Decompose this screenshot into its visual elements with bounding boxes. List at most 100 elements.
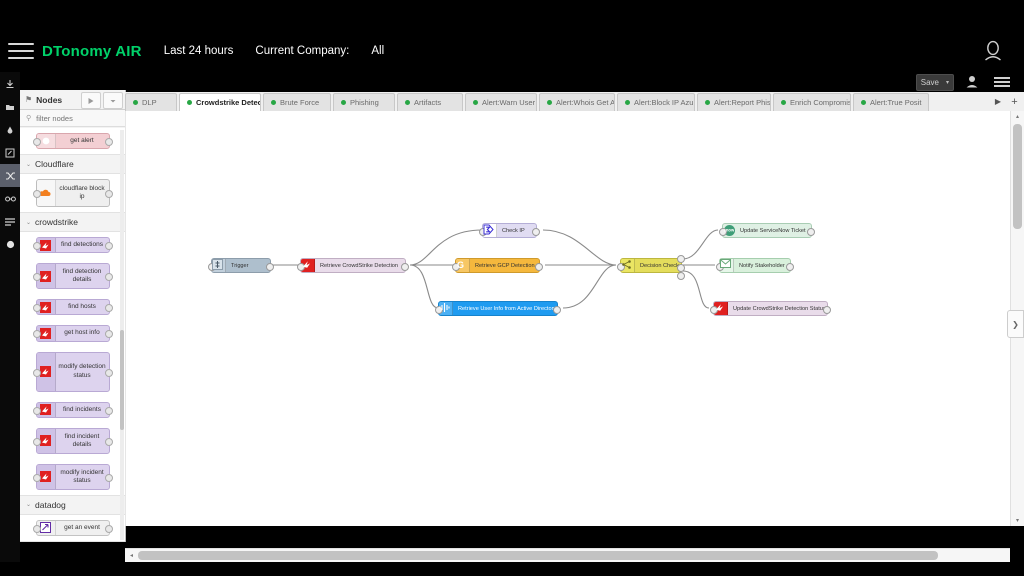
canvas-horizontal-scrollbar[interactable]: ◂ (125, 548, 1010, 562)
palette-category-datadog[interactable]: ⌄ datadog (20, 494, 125, 515)
flow-node-trigger[interactable]: Trigger (208, 258, 274, 273)
workflow-tab-7[interactable]: Alert:Block IP Azur (617, 93, 695, 111)
workflow-tab-5[interactable]: Alert:Warn User (465, 93, 537, 111)
palette-node-cloudflare-block-ip[interactable]: cloudflare block ip (32, 179, 113, 208)
palette-node-find-detection-details[interactable]: find detection details (32, 263, 113, 290)
flow-node-update-crowdstrike-status[interactable]: Update CrowdStrike Detection Status (710, 301, 831, 316)
palette-category-cloudflare[interactable]: ⌄ Cloudflare (20, 154, 125, 175)
node-output-port-2[interactable] (677, 272, 685, 280)
palette-node-label: get an event (64, 523, 100, 531)
palette-node-find-hosts[interactable]: find hosts (32, 299, 113, 316)
flow-node-decision-check[interactable]: Decision Check (617, 255, 685, 280)
shuffle-icon[interactable] (0, 164, 20, 187)
trigger-icon (212, 259, 226, 272)
palette-category-crowdstrike[interactable]: ⌄ crowdstrike (20, 212, 125, 233)
palette-node-wrap: cloudflare block ip (20, 174, 125, 213)
node-output-port-1[interactable] (677, 263, 685, 272)
horizontal-scrollbar-thumb[interactable] (138, 551, 938, 560)
workflow-tab-label: Alert:True Posit (870, 98, 922, 107)
palette-node-label: find detection details (62, 268, 102, 284)
flow-canvas[interactable]: Trigger Retrieve CrowdStrike Detection Che… (125, 111, 1010, 526)
workflow-tab-6[interactable]: Alert:Whois Get Ab (539, 93, 615, 111)
hamburger-menu-icon[interactable] (994, 74, 1010, 89)
scroll-up-icon[interactable]: ▴ (1015, 114, 1019, 120)
palette-category-dtonomy[interactable]: ⌄ dtonomy (20, 540, 125, 542)
workflow-tab-label: Crowdstrike Detec (196, 98, 261, 107)
node-output-port[interactable] (401, 262, 409, 271)
scroll-down-icon[interactable]: ▾ (1015, 518, 1019, 524)
node-input-port[interactable] (452, 262, 460, 271)
node-output-port[interactable] (786, 262, 794, 271)
folder-icon[interactable] (0, 95, 20, 118)
nodes-palette-scroll[interactable]: get alert ⌄ Cloudflare cloudflare block … (20, 128, 125, 542)
tab-status-dot (341, 100, 346, 105)
flow-node-retrieve-ad[interactable]: Retrieve User Info from Active Directory (435, 301, 561, 316)
flow-node-check-ip[interactable]: Check IP (479, 223, 540, 238)
node-output-port[interactable] (553, 305, 561, 314)
node-output-port[interactable] (532, 227, 540, 236)
sidebar-collapse-toggle[interactable]: ❯ (1007, 310, 1024, 338)
user-avatar-icon[interactable] (980, 38, 1006, 64)
palette-node-wrap: find hosts (20, 294, 125, 321)
workflow-tab-9[interactable]: Enrich Compromis (773, 93, 851, 111)
crowdstrike-icon (36, 300, 56, 315)
edit-icon[interactable] (0, 141, 20, 164)
deploy-icon[interactable] (0, 72, 20, 95)
time-range-selector[interactable]: Last 24 hours (163, 45, 234, 57)
palette-scrollbar-thumb[interactable] (120, 330, 124, 430)
workflow-tab-0[interactable]: DLP (125, 93, 177, 111)
palette-category-label: Cloudflare (35, 159, 74, 170)
crowdstrike-icon (36, 238, 56, 253)
nodes-panel-menu-button[interactable] (103, 92, 123, 109)
save-button-label: Save (920, 78, 939, 87)
user-icon[interactable] (965, 74, 979, 89)
palette-node-label: find hosts (68, 303, 96, 311)
palette-node-find-detections[interactable]: find detections (32, 237, 113, 254)
node-output-port[interactable] (266, 262, 274, 271)
workflow-tab-10[interactable]: Alert:True Posit (853, 93, 929, 111)
palette-node-get-host-info[interactable]: get host info (32, 325, 113, 342)
node-output-port[interactable] (823, 305, 831, 314)
run-flow-button[interactable] (81, 92, 101, 109)
workflow-tab-4[interactable]: Artifacts (397, 93, 463, 111)
current-company-value[interactable]: All (371, 45, 385, 57)
tab-add-button[interactable]: + (1007, 93, 1022, 110)
datadog-icon (37, 520, 56, 535)
palette-node-modify-detection-status[interactable]: modify detection status (32, 351, 113, 392)
save-button[interactable]: Save ▾ (915, 74, 954, 91)
node-output-port-0[interactable] (677, 255, 685, 263)
circle-icon[interactable] (0, 233, 20, 256)
flow-node-notify-stakeholder[interactable]: Notify Stakeholder (716, 258, 794, 273)
list-icon[interactable] (0, 210, 20, 233)
tab-status-dot (705, 100, 710, 105)
node-output-port[interactable] (535, 262, 543, 271)
flow-node-label: Update CrowdStrike Detection Status (733, 305, 826, 312)
palette-node-modify-incident-status[interactable]: modify incident status (32, 463, 113, 490)
flow-node-retrieve-crowdstrike[interactable]: Retrieve CrowdStrike Detection (297, 258, 409, 273)
palette-node-get-alert[interactable]: get alert (32, 133, 113, 150)
hamburger-icon[interactable] (8, 43, 34, 59)
palette-node-find-incidents[interactable]: find incidents (32, 401, 113, 418)
crowdstrike-icon (36, 464, 56, 489)
palette-node-find-incident-details[interactable]: find incident details (32, 427, 113, 454)
workflow-tab-1[interactable]: Crowdstrike Detec (179, 93, 261, 111)
drop-icon[interactable] (0, 118, 20, 141)
node-output-port[interactable] (807, 227, 815, 236)
palette-category-label: datadog (35, 499, 66, 510)
palette-node-get-an-event[interactable]: get an event (32, 519, 113, 536)
workflow-tab-2[interactable]: Brute Force (263, 93, 331, 111)
workflow-tab-3[interactable]: Phishing (333, 93, 395, 111)
node-input-port[interactable] (719, 227, 727, 236)
workflow-tab-8[interactable]: Alert:Report Phish (697, 93, 771, 111)
filter-nodes-input[interactable] (34, 112, 109, 124)
palette-scrollbar[interactable] (120, 130, 124, 540)
link-icon[interactable] (0, 187, 20, 210)
tab-status-dot (861, 100, 866, 105)
node-input-port[interactable] (617, 262, 625, 271)
scroll-left-icon[interactable]: ◂ (129, 553, 133, 559)
tab-next-button[interactable]: ▶ (992, 93, 1004, 110)
vertical-scrollbar-thumb[interactable] (1013, 124, 1022, 229)
